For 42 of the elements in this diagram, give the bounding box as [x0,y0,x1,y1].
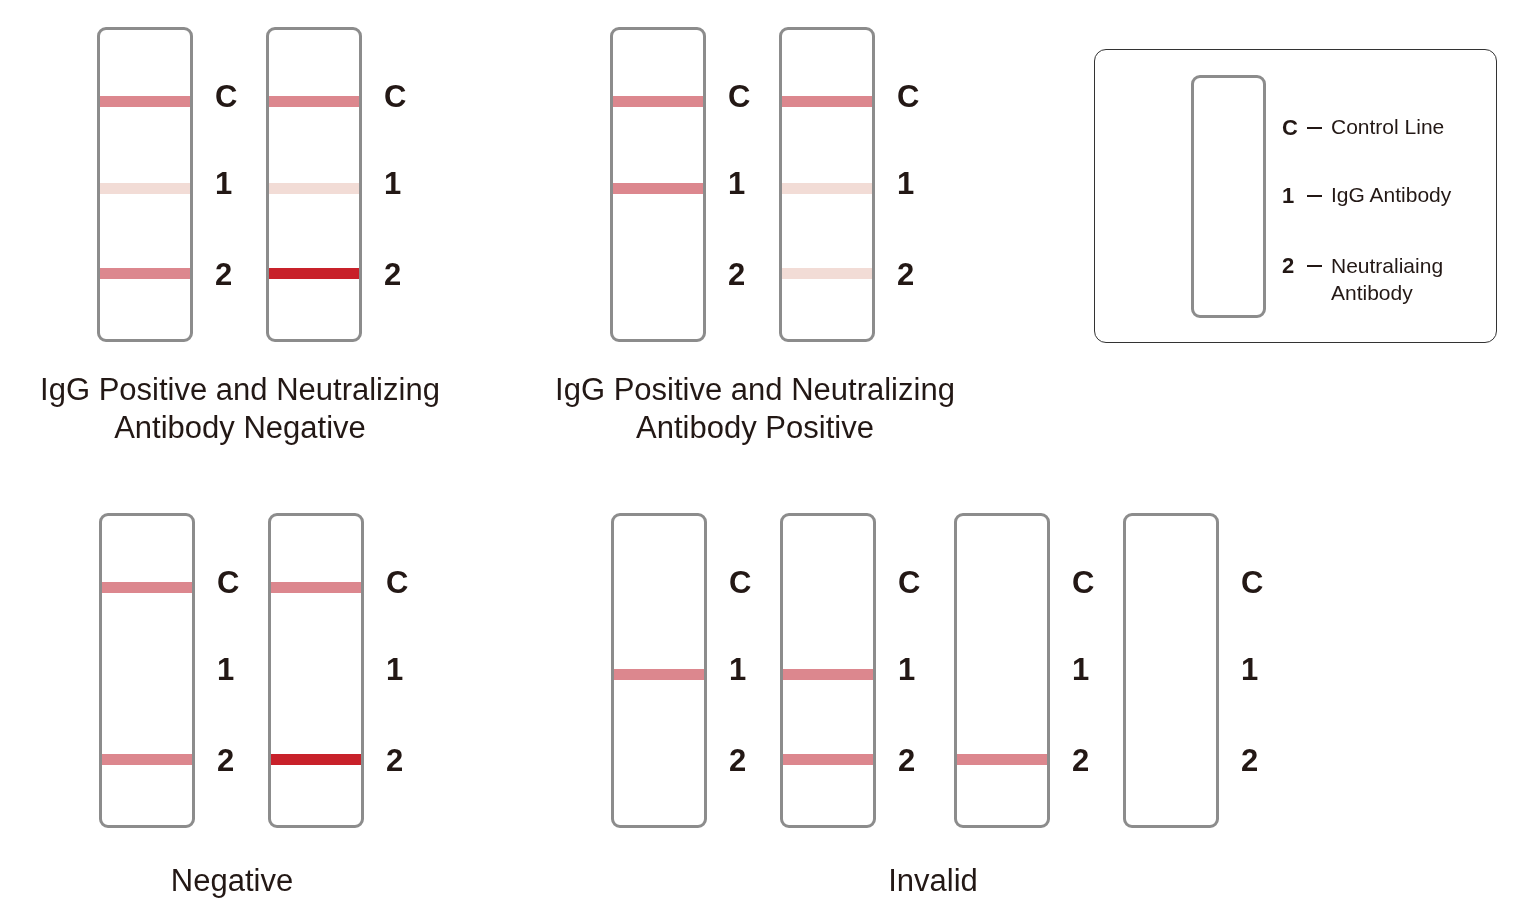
legend-panel [1094,49,1497,343]
line-label: 1 [1241,654,1259,686]
line-label: 1 [217,654,235,686]
line-label: C [215,81,238,113]
line-label: 2 [384,259,402,291]
line-label: 1 [215,168,233,200]
line-label: 1 [729,654,747,686]
legend-key: 1 [1282,184,1295,208]
line-label: C [1241,567,1264,599]
line-label: C [384,81,407,113]
line-label: 2 [217,745,235,777]
line-label: C [728,81,751,113]
legend-text: Control Line [1331,114,1446,140]
line-label: 1 [1072,654,1090,686]
line-label: 2 [215,259,233,291]
line-label: C [729,567,752,599]
result-caption: IgG Positive and Neutralizing Antibody Negative [39,371,441,447]
legend-text: Neutraliaing Antibody [1331,253,1445,306]
line-label: C [1072,567,1095,599]
line-label: 1 [897,168,915,200]
line-label: 2 [729,745,747,777]
line-label: C [898,567,921,599]
line-label: 1 [898,654,916,686]
line-label: 2 [728,259,746,291]
line-label: 2 [898,745,916,777]
legend-key: C [1282,116,1298,140]
result-caption: IgG Positive and Neutralizing Antibody Positive [554,371,956,447]
line-label: C [217,567,240,599]
line-label: 1 [386,654,404,686]
legend-key: 2 [1282,254,1295,278]
line-label: 2 [1072,745,1090,777]
line-label: 1 [728,168,746,200]
line-label: 2 [386,745,404,777]
line-label: C [897,81,920,113]
line-label: 2 [897,259,915,291]
result-caption: Invalid [887,862,979,900]
line-label: C [386,567,409,599]
test-strip [1191,75,1266,318]
legend-text: IgG Antibody [1331,182,1453,208]
result-caption: Negative [169,862,295,900]
line-label: 2 [1241,745,1259,777]
line-label: 1 [384,168,402,200]
